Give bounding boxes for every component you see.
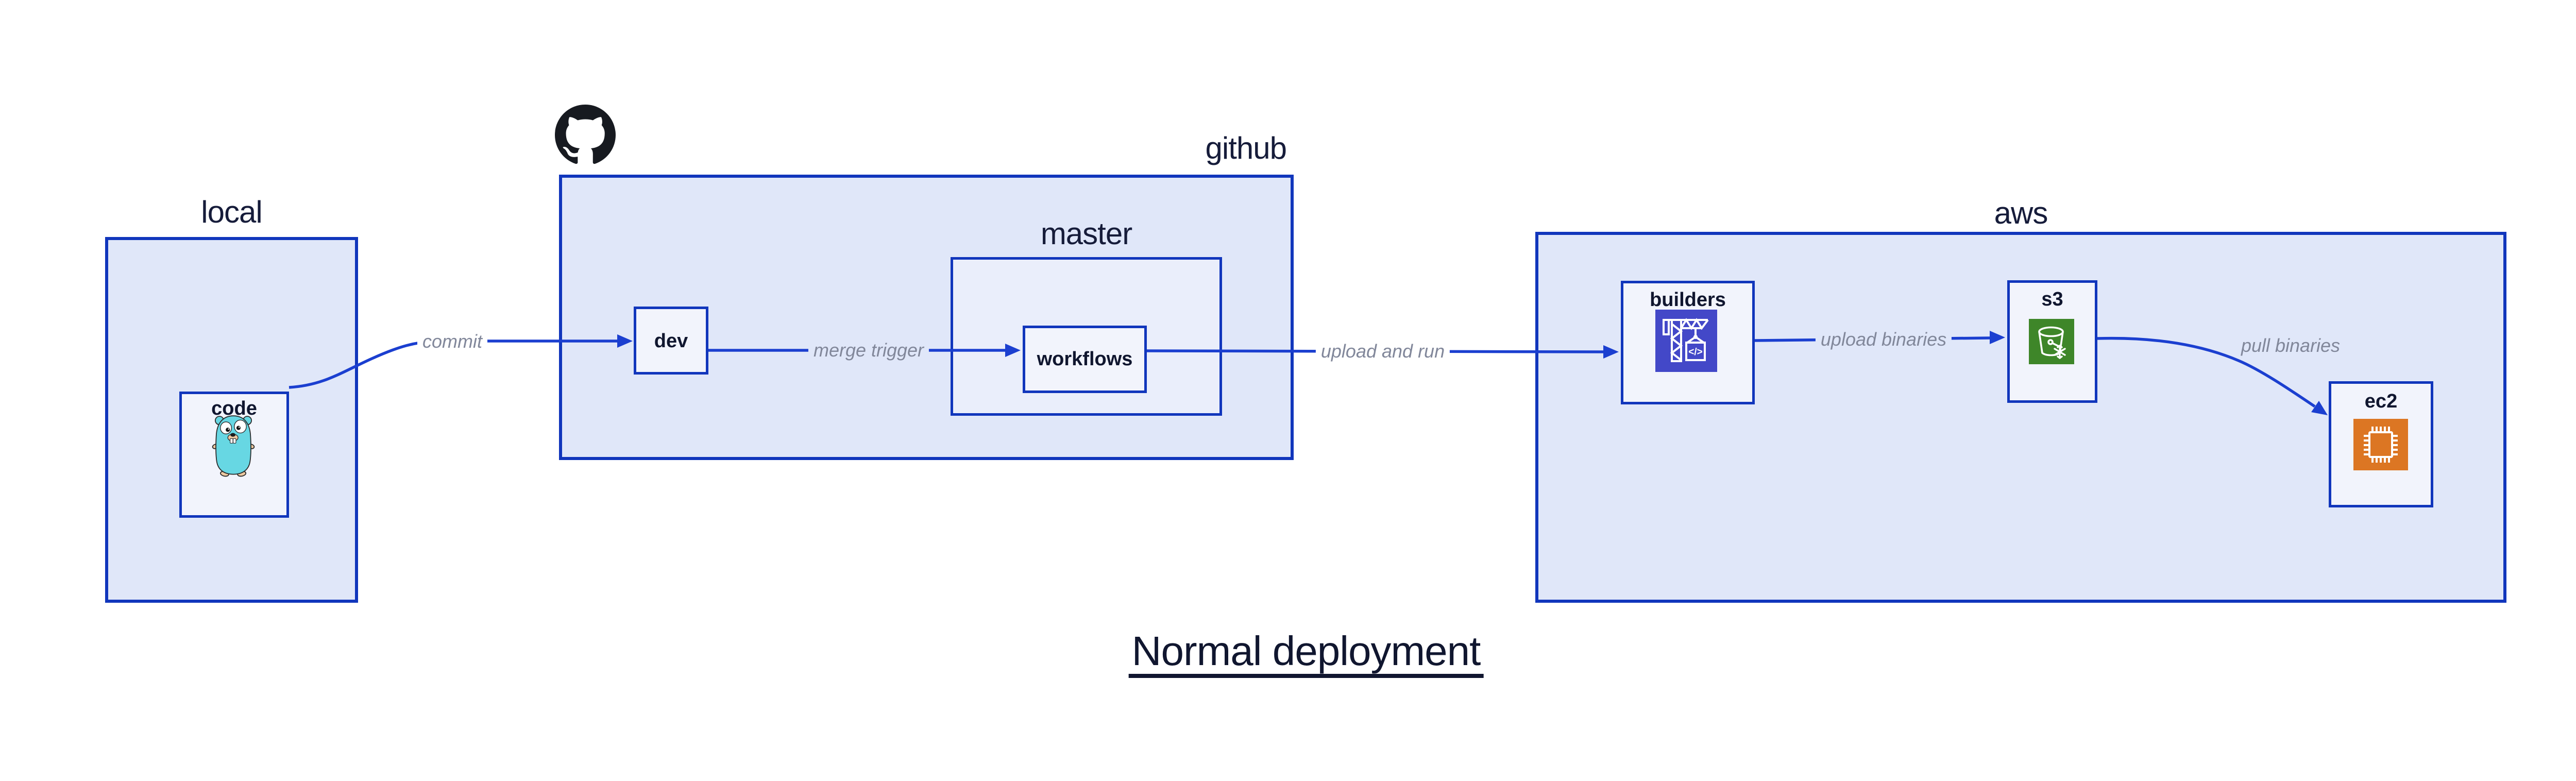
section-label-aws: aws xyxy=(1994,196,2048,230)
s3-bucket-icon xyxy=(2029,319,2074,364)
gopher-icon xyxy=(212,415,255,477)
node-dev: dev xyxy=(634,307,708,375)
codebuild-crane-icon: </> xyxy=(1655,310,1717,372)
edge-label-commit: commit xyxy=(417,330,487,353)
github-octocat-icon xyxy=(555,105,616,164)
section-label-master: master xyxy=(1040,216,1132,251)
node-label-builders: builders xyxy=(1650,289,1726,311)
node-label-ec2: ec2 xyxy=(2364,390,2398,412)
ec2-chip-icon xyxy=(2353,419,2408,470)
edge-label-pull-binaries: pull binaries xyxy=(2235,334,2346,357)
section-label-local: local xyxy=(201,195,262,229)
node-label-s3: s3 xyxy=(2041,288,2063,310)
node-builders: builders xyxy=(1621,281,1755,404)
node-label-workflows: workflows xyxy=(1037,348,1133,370)
node-label-dev: dev xyxy=(654,330,688,352)
codebuild-glyph: </> xyxy=(1688,347,1702,358)
node-workflows: workflows xyxy=(1023,326,1147,393)
section-label-github: github xyxy=(1205,131,1287,165)
diagram-title: Normal deployment xyxy=(1128,631,1484,678)
edge-label-merge-trigger: merge trigger xyxy=(808,339,929,362)
edge-label-upload-and-run: upload and run xyxy=(1315,340,1450,363)
edge-label-upload-binaries: upload binaries xyxy=(1815,328,1952,351)
